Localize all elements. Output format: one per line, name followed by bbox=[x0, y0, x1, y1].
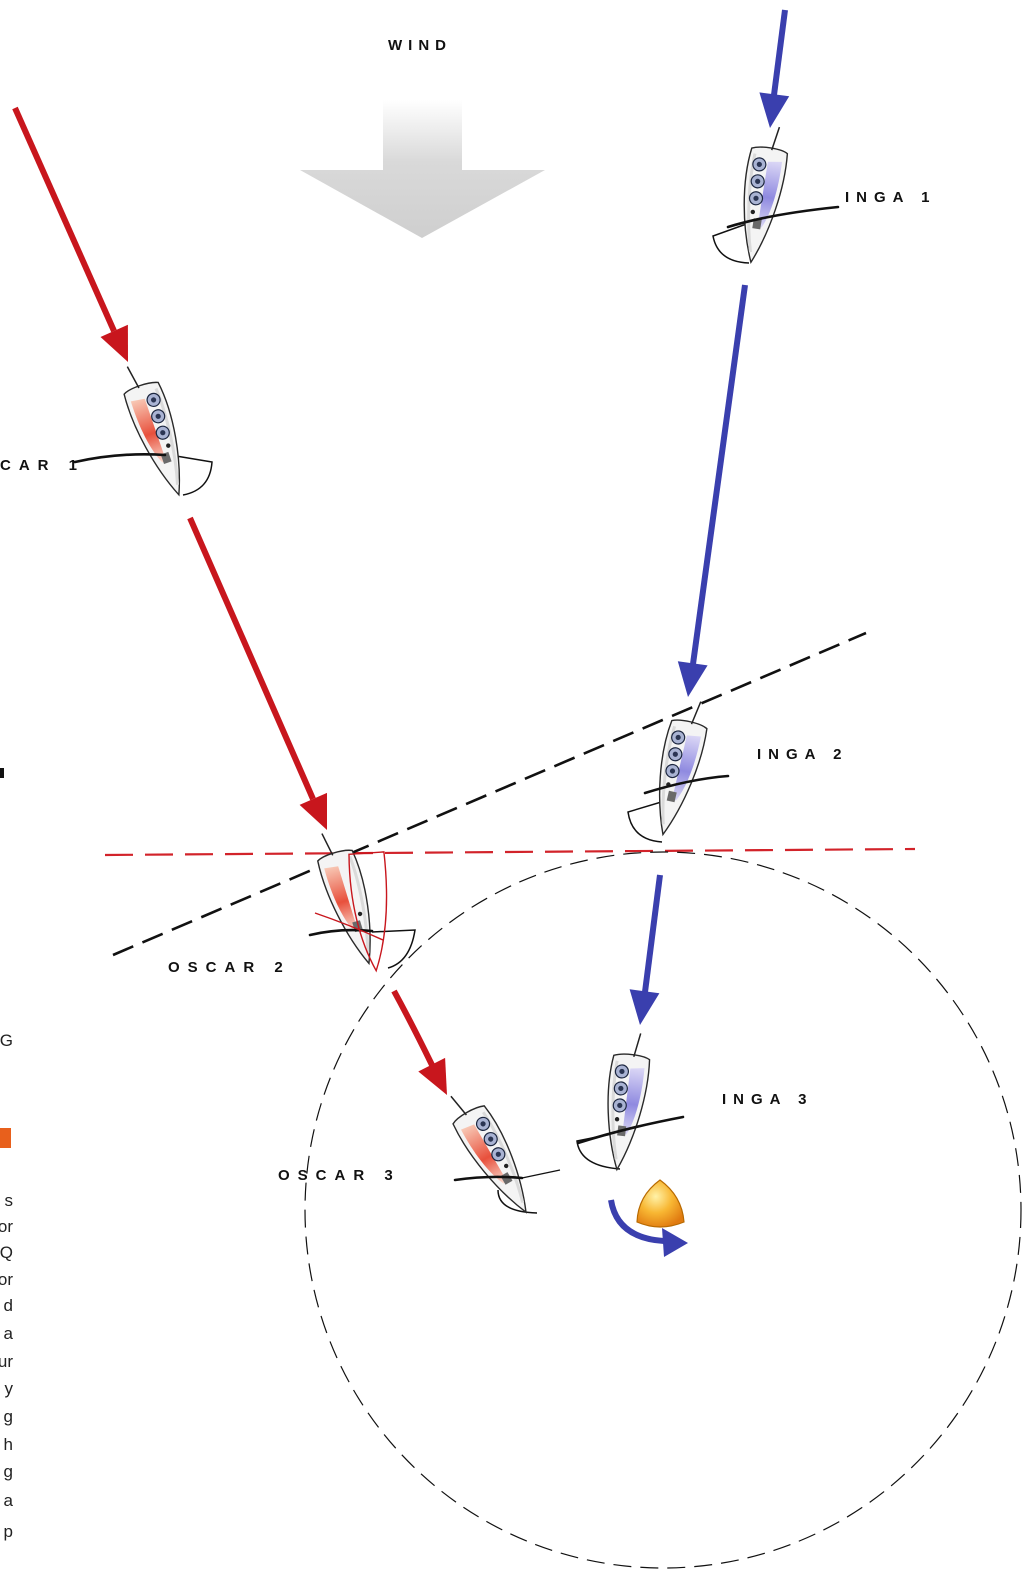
red-dashed-line bbox=[104, 847, 916, 857]
inga-2-boat bbox=[627, 694, 730, 843]
oscar-arrow-2-shaft bbox=[187, 516, 316, 801]
oscar-3-boom bbox=[497, 1189, 538, 1214]
edge-text-line: h bbox=[4, 1435, 13, 1454]
edge-text-line: g bbox=[4, 1407, 13, 1426]
edge-text-line: or bbox=[0, 1270, 13, 1289]
oscar-3-boat bbox=[438, 1081, 561, 1224]
edge-text-line: a bbox=[4, 1324, 14, 1343]
inga-1-boom bbox=[712, 221, 753, 264]
black-dashed-line bbox=[112, 631, 867, 957]
inga-arrow-1-shaft bbox=[771, 9, 788, 96]
oscar-3-hull bbox=[438, 1081, 544, 1224]
oscar-arrow-2-head bbox=[299, 792, 327, 830]
oscar-2-sail bbox=[308, 928, 374, 937]
inga-2-hull bbox=[643, 694, 715, 841]
inga-2-boom bbox=[627, 799, 669, 843]
oscar-2-boat bbox=[308, 824, 416, 973]
inga-arrow-3-shaft bbox=[642, 874, 663, 993]
zone-circle bbox=[304, 851, 1022, 1569]
wind-label: WIND bbox=[388, 37, 452, 54]
inga-1-boat bbox=[712, 121, 840, 267]
inga-arrow-2-shaft bbox=[690, 284, 748, 665]
edge-letter: G bbox=[0, 1031, 13, 1050]
inga-arrow-1-head bbox=[759, 92, 790, 128]
inga-3-label: INGA 3 bbox=[722, 1091, 813, 1108]
inga-3-boat bbox=[576, 1028, 685, 1174]
oscar-arrow-1-head bbox=[100, 324, 128, 362]
inga-3-sail bbox=[576, 1115, 685, 1145]
oscar-2-label: OSCAR 2 bbox=[168, 959, 291, 976]
edge-text-line: g bbox=[4, 1462, 13, 1481]
inga-arrow-2-head bbox=[677, 661, 708, 697]
edge-text-line: or bbox=[0, 1217, 13, 1236]
oscar-1-boom bbox=[169, 454, 213, 496]
inga-1-label: INGA 1 bbox=[845, 189, 936, 206]
oscar-1-boat bbox=[73, 356, 213, 503]
oscar-1-sail bbox=[73, 453, 167, 464]
penalty-turn-arrow-head bbox=[662, 1228, 688, 1257]
inga-2-label: INGA 2 bbox=[757, 746, 848, 763]
inga-3-boom bbox=[576, 1133, 621, 1170]
inga-1-sail bbox=[726, 205, 840, 229]
mark-buoy-icon bbox=[636, 1179, 685, 1228]
oscar-3-sheet bbox=[521, 1169, 561, 1179]
oscar-2-boom bbox=[371, 929, 416, 969]
edge-orange-marker bbox=[0, 1128, 11, 1148]
oscar-2-hull bbox=[308, 824, 389, 971]
edge-text-column: s or Q or d a ur y g h g a p bbox=[0, 1191, 14, 1541]
edge-text-line: p bbox=[4, 1522, 13, 1541]
edge-bar bbox=[0, 768, 4, 778]
inga-3-hull bbox=[597, 1028, 655, 1174]
edge-text-line: a bbox=[4, 1491, 14, 1510]
oscar-2-ghost-sail bbox=[314, 912, 384, 941]
oscar-1-hull bbox=[113, 356, 198, 503]
oscar-arrow-3-shaft bbox=[391, 989, 435, 1067]
oscar-arrow-1-shaft bbox=[12, 106, 117, 333]
edge-text-line: y bbox=[5, 1379, 14, 1398]
oscar-2-ghost-hull bbox=[348, 851, 388, 973]
wind-arrow-icon bbox=[300, 100, 545, 238]
penalty-turn-arrow-icon bbox=[608, 1199, 665, 1244]
oscar-1-label: CAR 1 bbox=[0, 457, 85, 474]
oscar-3-sail bbox=[453, 1175, 524, 1182]
edge-text-line: Q bbox=[0, 1243, 13, 1262]
edge-text-line: d bbox=[4, 1296, 13, 1315]
edge-text-line: ur bbox=[0, 1352, 13, 1371]
edge-text-line: s bbox=[5, 1191, 14, 1210]
inga-2-sail bbox=[643, 774, 730, 795]
inga-arrow-3-head bbox=[629, 989, 660, 1025]
oscar-3-label: OSCAR 3 bbox=[278, 1167, 401, 1184]
inga-1-hull bbox=[731, 121, 794, 267]
oscar-arrow-3-head bbox=[418, 1057, 447, 1095]
